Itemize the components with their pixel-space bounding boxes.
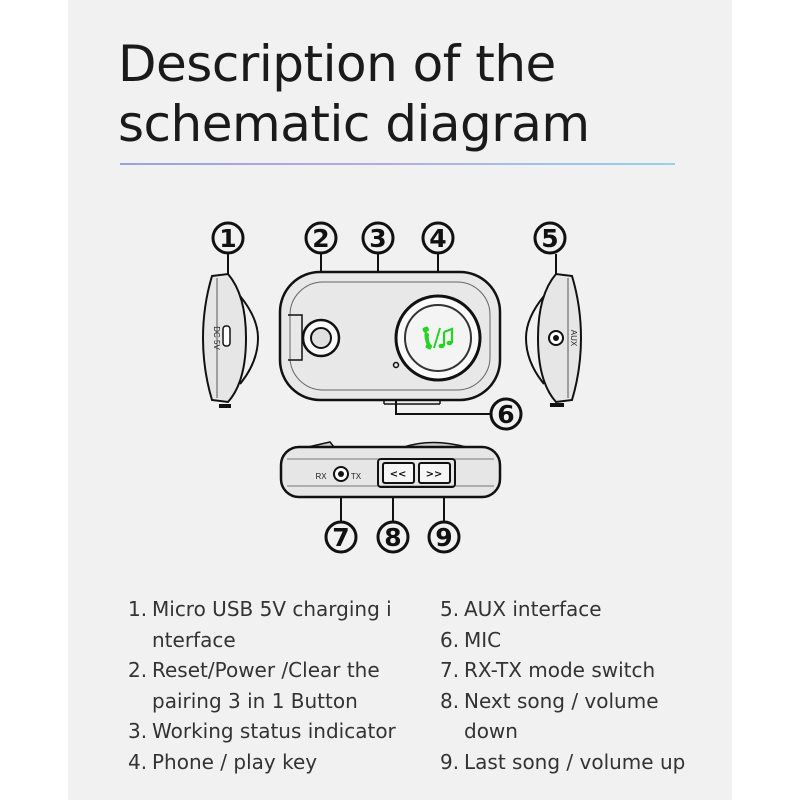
callout-4: 4: [421, 221, 455, 255]
page-title: Description of the schematic diagram: [118, 34, 590, 154]
svg-text:4: 4: [429, 224, 446, 253]
title-divider: [120, 163, 675, 165]
svg-text:9: 9: [435, 523, 452, 552]
list-item: 9.Last song / volume up: [440, 749, 686, 774]
svg-text:5: 5: [541, 224, 558, 253]
phone-music-icon: [422, 326, 454, 350]
callout-7: 7: [324, 520, 358, 554]
front-view: [278, 270, 502, 405]
callout-2: 2: [304, 221, 338, 255]
callout-9: 9: [427, 520, 461, 554]
callout-1: 1: [211, 221, 245, 255]
svg-text:<<: <<: [390, 469, 407, 480]
list-item: 5.AUX interface: [440, 597, 602, 621]
svg-text:8: 8: [384, 523, 401, 552]
list-item: 6.MIC: [440, 627, 502, 652]
prev-button[interactable]: [382, 462, 415, 484]
list-item: 2.Reset/Power /Clear the pairing 3 in 1 …: [128, 658, 380, 713]
svg-text:3: 3: [369, 224, 386, 253]
list-item: 7.RX-TX mode switch: [440, 658, 656, 682]
callout-6: 6: [489, 397, 523, 431]
list-item: 3.Working status indicator: [128, 719, 396, 743]
right-side-view: AUX: [524, 272, 583, 407]
spec-list-left: 1.Micro USB 5V charging i nterface 2.Res…: [128, 594, 418, 777]
svg-text:6: 6: [497, 400, 514, 429]
next-button[interactable]: [418, 462, 451, 484]
left-side-view: DC 5V: [201, 272, 260, 408]
usb-port-icon: [222, 325, 231, 347]
svg-text:RX: RX: [315, 472, 327, 481]
svg-text:>>: >>: [426, 469, 443, 480]
svg-text:DC 5V: DC 5V: [212, 326, 221, 350]
list-item: 1.Micro USB 5V charging i nterface: [128, 597, 392, 652]
svg-text:1: 1: [219, 224, 236, 253]
list-item: 4.Phone / play key: [128, 749, 318, 774]
list-item: 8.Next song / volume down: [440, 688, 659, 744]
callout-8: 8: [376, 520, 410, 554]
top-view: RX TX << >>: [279, 441, 502, 499]
svg-text:TX: TX: [351, 472, 362, 481]
title-line-1: Description of the: [118, 35, 556, 93]
status-indicator: [392, 361, 400, 369]
callout-3: 3: [361, 221, 395, 255]
callout-5: 5: [533, 221, 567, 255]
spec-list-right: 5.AUX interface 6.MIC 7.RX-TX mode switc…: [440, 594, 700, 777]
title-line-2: schematic diagram: [118, 95, 590, 153]
svg-text:7: 7: [332, 523, 349, 552]
svg-text:AUX: AUX: [569, 330, 578, 347]
svg-text:2: 2: [312, 224, 329, 253]
